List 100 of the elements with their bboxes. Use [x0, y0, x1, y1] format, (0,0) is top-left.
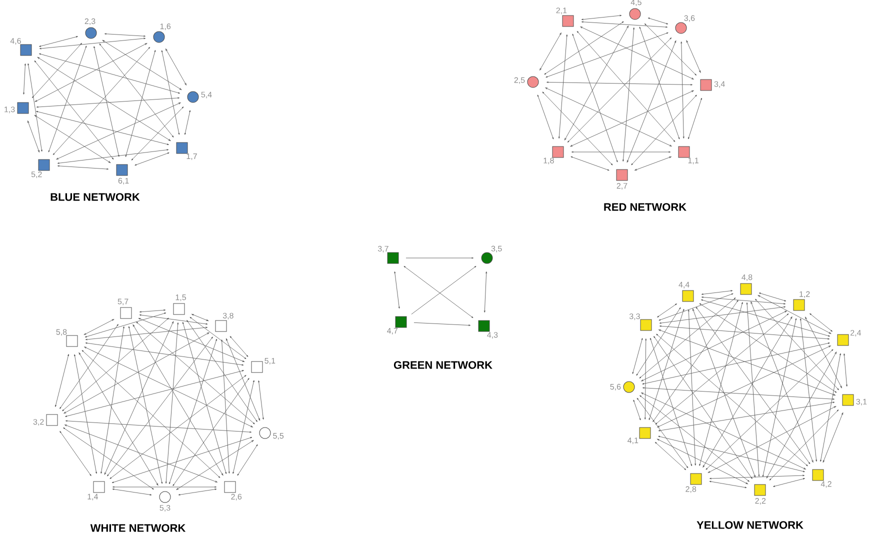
- arrow: [755, 298, 839, 390]
- square-node: [700, 79, 712, 91]
- arrow: [107, 336, 213, 476]
- arrow: [112, 486, 217, 488]
- arrow: [56, 102, 181, 160]
- arrow: [701, 290, 733, 295]
- arrow: [650, 338, 692, 466]
- circle-node: [629, 8, 641, 20]
- arrow: [84, 319, 114, 335]
- arrow: [701, 296, 786, 304]
- arrow: [36, 97, 180, 108]
- arrow: [84, 346, 253, 428]
- node-label: 4,3: [487, 332, 498, 339]
- arrow: [112, 488, 152, 496]
- arrow: [746, 302, 760, 477]
- arrow: [639, 298, 736, 378]
- arrow: [820, 353, 841, 462]
- arrow: [708, 406, 836, 473]
- square-node: [842, 394, 854, 406]
- arrow: [700, 299, 830, 337]
- arrow: [659, 306, 786, 324]
- square-node: [20, 44, 32, 56]
- square-node: [251, 361, 263, 373]
- arrow: [178, 488, 217, 496]
- square-node: [639, 427, 651, 439]
- arrow: [414, 322, 471, 326]
- arrow: [659, 325, 830, 340]
- arrow: [184, 110, 191, 135]
- arrow: [758, 292, 786, 302]
- circle-node: [527, 76, 539, 88]
- arrow: [652, 300, 738, 422]
- arrow: [558, 34, 568, 139]
- arrow: [37, 57, 171, 141]
- arrow: [805, 316, 842, 388]
- arrow: [642, 387, 835, 400]
- arrow: [655, 314, 789, 424]
- arrow: [136, 322, 255, 424]
- node-label: 1,3: [4, 106, 15, 114]
- arrow: [636, 307, 681, 376]
- arrow: [65, 420, 252, 433]
- circle-node: [159, 491, 171, 503]
- square-node: [93, 481, 105, 493]
- circle-node: [623, 381, 635, 393]
- arrow: [572, 34, 618, 162]
- square-node: [552, 146, 564, 158]
- network-title: BLUE NETWORK: [50, 193, 140, 201]
- square-node: [116, 164, 128, 176]
- arrow: [64, 424, 218, 482]
- arrow: [540, 32, 562, 70]
- network-title: YELLOW NETWORK: [696, 521, 804, 529]
- arrow: [34, 60, 114, 160]
- arrow: [394, 271, 400, 309]
- square-node: [387, 252, 399, 264]
- arrow: [844, 353, 848, 387]
- arrow: [544, 21, 624, 75]
- arrow: [57, 165, 109, 170]
- arrow: [692, 308, 756, 478]
- square-node: [478, 320, 490, 332]
- arrow: [52, 46, 150, 156]
- arrow: [758, 295, 832, 334]
- arrow: [546, 82, 693, 86]
- arrow: [182, 322, 227, 474]
- square-node: [176, 142, 188, 154]
- arrow: [60, 324, 118, 409]
- node-label: 3,5: [491, 246, 502, 252]
- arrow: [641, 310, 787, 382]
- arrow: [567, 38, 672, 142]
- node-label: 4,7: [387, 328, 398, 334]
- arrow: [581, 14, 622, 20]
- arrow: [710, 474, 805, 480]
- arrow: [580, 26, 694, 80]
- node-label: 1,7: [186, 154, 197, 160]
- square-node: [562, 15, 574, 27]
- arrow: [766, 352, 837, 478]
- node-label: 1,6: [160, 24, 171, 30]
- node-label: 5,4: [201, 92, 212, 98]
- arrow: [165, 322, 179, 484]
- arrow: [404, 266, 474, 318]
- node-label: 6,1: [118, 178, 129, 185]
- arrow: [644, 338, 647, 420]
- node-label: 3,2: [33, 419, 44, 426]
- square-node: [46, 414, 58, 426]
- arrow: [642, 342, 830, 384]
- node-label: 5,5: [273, 433, 284, 440]
- arrow: [570, 156, 610, 171]
- circle-node: [85, 27, 97, 39]
- arrow: [172, 378, 250, 486]
- arrow: [74, 354, 97, 474]
- arrow: [688, 309, 696, 466]
- arrow: [622, 27, 635, 162]
- node-label: 5,1: [264, 358, 276, 364]
- arrow: [706, 349, 834, 470]
- square-node: [640, 319, 652, 331]
- arrow: [139, 309, 166, 313]
- arrow: [636, 398, 688, 468]
- arrow: [230, 336, 248, 357]
- arrow: [102, 40, 182, 90]
- arrow: [78, 352, 158, 486]
- node-label: 2,7: [616, 183, 628, 190]
- arrow: [100, 326, 124, 474]
